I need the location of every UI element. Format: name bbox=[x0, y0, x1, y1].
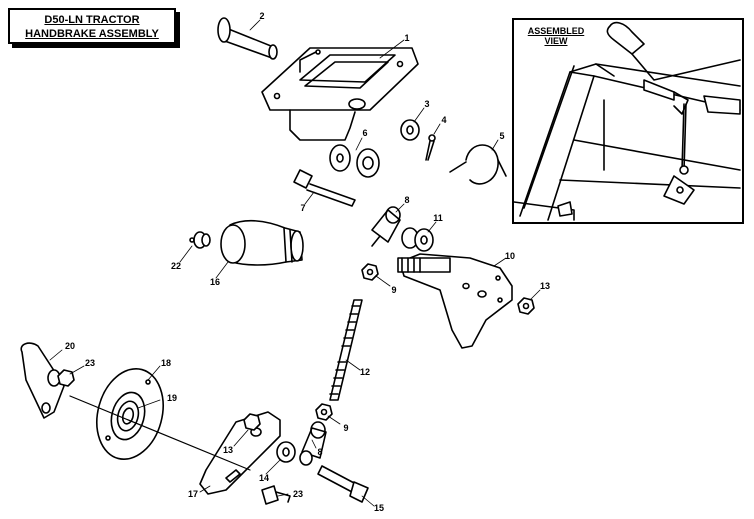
part-7-bolt bbox=[293, 169, 356, 207]
callout-13-lower: 13 bbox=[222, 445, 234, 455]
inset-label: ASSEMBLED VIEW bbox=[518, 26, 594, 46]
callout-5: 5 bbox=[499, 131, 505, 141]
callout-4: 4 bbox=[441, 115, 447, 125]
callout-9-lower: 9 bbox=[343, 423, 349, 433]
part-11-bushing bbox=[401, 227, 434, 252]
part-20-cam-plate bbox=[20, 342, 65, 419]
part-2-pin bbox=[217, 17, 278, 60]
callout-8-lower: 8 bbox=[317, 447, 323, 457]
callout-11: 11 bbox=[433, 213, 443, 223]
part-23-nut bbox=[57, 369, 75, 387]
part-16-grip bbox=[220, 219, 304, 266]
callout-17: 17 bbox=[187, 489, 199, 499]
callout-18: 18 bbox=[160, 358, 172, 368]
part-9-nut-lower bbox=[315, 403, 333, 421]
part-1-base-plate bbox=[261, 47, 419, 141]
callout-9-upper: 9 bbox=[391, 285, 397, 295]
part-21-button bbox=[189, 231, 211, 249]
callout-7: 7 bbox=[300, 203, 306, 213]
callout-13-right: 13 bbox=[539, 281, 551, 291]
callout-19: 19 bbox=[166, 393, 178, 403]
part-8-rod-end-lower bbox=[299, 421, 327, 466]
part-10-lever-arm bbox=[397, 253, 513, 349]
inset-label-line-1: ASSEMBLED bbox=[527, 26, 585, 36]
shaft-line bbox=[69, 395, 251, 471]
part-8-rod-end-upper bbox=[371, 206, 401, 247]
part-17-link-plate bbox=[199, 411, 281, 495]
part-12-threaded-rod bbox=[329, 299, 363, 401]
part-14-washer bbox=[276, 441, 296, 463]
callout-6: 6 bbox=[362, 128, 368, 138]
callout-10: 10 bbox=[504, 251, 516, 261]
part-4-cotter-pin bbox=[425, 134, 436, 161]
leader-lines bbox=[49, 19, 541, 507]
part-6-bushings bbox=[329, 144, 380, 178]
callout-23: 23 bbox=[84, 358, 96, 368]
title-line-1: D50-LN TRACTOR bbox=[44, 14, 140, 26]
part-13-nut-lower bbox=[243, 413, 261, 431]
callout-15: 15 bbox=[373, 503, 385, 513]
callout-8-upper: 8 bbox=[404, 195, 410, 205]
callout-16: 16 bbox=[209, 277, 221, 287]
part-13-nut-right bbox=[517, 297, 535, 315]
part-3-washer bbox=[400, 119, 420, 141]
diagram-title: D50-LN TRACTOR HANDBRAKE ASSEMBLY bbox=[8, 8, 176, 44]
callout-20: 20 bbox=[64, 341, 76, 351]
callout-22: 23 bbox=[292, 489, 304, 499]
callout-2: 2 bbox=[259, 11, 265, 21]
callout-14: 14 bbox=[258, 473, 270, 483]
part-5-spring-clip bbox=[449, 144, 507, 185]
part-19-bearing bbox=[116, 400, 140, 432]
callout-21: 22 bbox=[170, 261, 182, 271]
part-9-nut-upper bbox=[361, 263, 379, 281]
assembled-view-inset: ASSEMBLED VIEW bbox=[512, 18, 744, 224]
inset-label-line-2: VIEW bbox=[544, 36, 568, 46]
part-15-bolt bbox=[317, 465, 369, 503]
callout-3: 3 bbox=[424, 99, 430, 109]
part-22-bolt bbox=[261, 485, 291, 505]
callout-1: 1 bbox=[404, 33, 410, 43]
title-line-2: HANDBRAKE ASSEMBLY bbox=[25, 28, 159, 40]
assembled-view-drawing bbox=[514, 21, 741, 221]
callout-12: 12 bbox=[359, 367, 371, 377]
